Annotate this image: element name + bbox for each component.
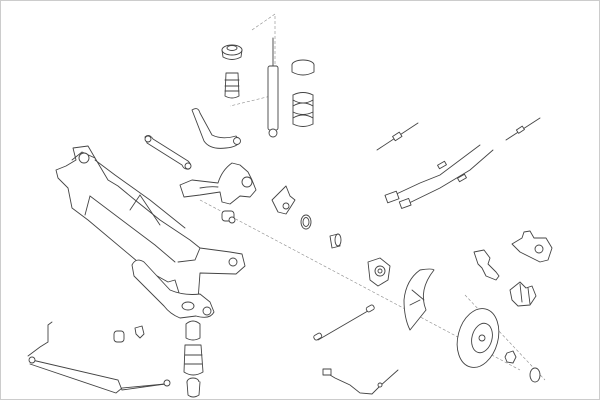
wheel-knuckle (179, 162, 257, 205)
stabilizer-bar (27, 321, 171, 394)
handbrake-cables (384, 144, 494, 209)
hub-nut (504, 350, 517, 364)
wheel-hub (367, 257, 391, 287)
top-mount (221, 44, 243, 60)
coil-spring (291, 59, 315, 127)
hub-cap (529, 367, 541, 383)
cable-pin (376, 117, 541, 151)
abs-sensor (322, 368, 399, 395)
toe-link (313, 304, 375, 341)
bushing (221, 210, 236, 224)
lower-control-arm (131, 259, 215, 319)
shock-absorber (267, 37, 279, 138)
brake-disc (456, 308, 500, 368)
stabilizer-bushings (113, 325, 145, 343)
seal (300, 214, 312, 230)
caliper-carrier (473, 249, 500, 281)
wheel-bearing (329, 233, 342, 249)
rebound-stop (183, 320, 204, 398)
dust-shield (403, 268, 435, 331)
hub-plate (271, 185, 296, 215)
upper-control-arm (191, 108, 241, 149)
brake-caliper (511, 230, 553, 263)
subframe (55, 145, 246, 306)
link-arm (144, 134, 192, 170)
brake-pads (509, 281, 537, 307)
bump-stop (224, 72, 240, 99)
